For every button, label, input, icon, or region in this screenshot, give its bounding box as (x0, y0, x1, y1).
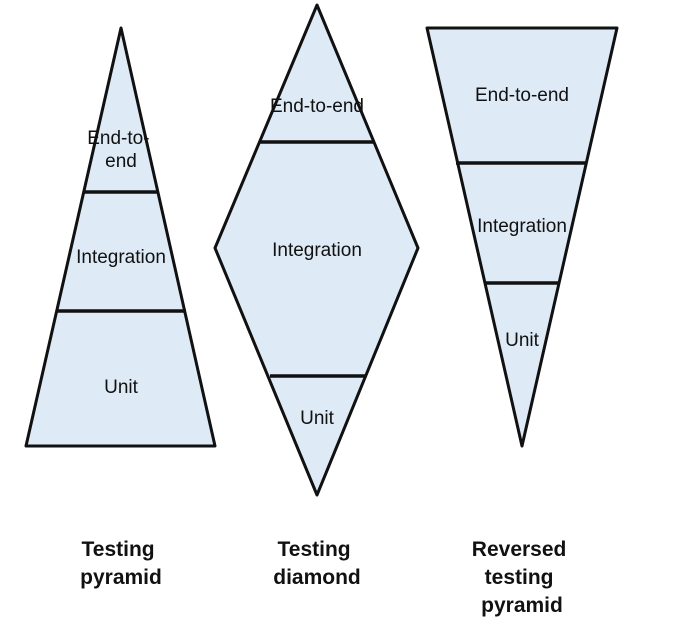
reversed-unit-label: Unit (505, 330, 540, 351)
pyramid-unit-label: Unit (104, 377, 139, 398)
reversed-caption-line-2: testing (485, 566, 554, 589)
testing-pyramid: End-to- end Integration Unit Testing pyr… (24, 26, 217, 589)
diamond-end-to-end-label: End-to-end (270, 96, 364, 117)
reversed-end-to-end-label: End-to-end (475, 85, 569, 106)
pyramid-end-to-end-line-2: end (105, 151, 137, 172)
diamond-caption-line-2: diamond (273, 566, 361, 589)
reversed-testing-pyramid: End-to-end Integration Unit Reversed tes… (425, 26, 619, 617)
diamond-caption-line-1: Testing (278, 538, 351, 561)
pyramid-integration-label: Integration (76, 247, 166, 268)
pyramid-caption-line-1: Testing (82, 538, 155, 561)
reversed-caption-line-3: pyramid (481, 594, 563, 617)
diamond-integration-label: Integration (272, 240, 362, 261)
pyramid-shape (24, 26, 217, 448)
diamond-caption: Testing diamond (273, 538, 361, 589)
reversed-caption-line-1: Reversed (472, 538, 567, 561)
pyramid-caption: Testing pyramid (80, 538, 162, 589)
reversed-pyramid-shape (425, 26, 619, 448)
testing-diamond: End-to-end Integration Unit Testing diam… (213, 3, 420, 589)
pyramid-end-to-end-label: End-to- end (87, 128, 155, 172)
reversed-caption: Reversed testing pyramid (472, 538, 572, 617)
diamond-unit-label: Unit (300, 408, 335, 429)
reversed-integration-label: Integration (477, 216, 567, 237)
diamond-shape (213, 3, 420, 497)
pyramid-end-to-end-line-1: End-to- (87, 128, 149, 149)
pyramid-caption-line-2: pyramid (80, 566, 162, 589)
